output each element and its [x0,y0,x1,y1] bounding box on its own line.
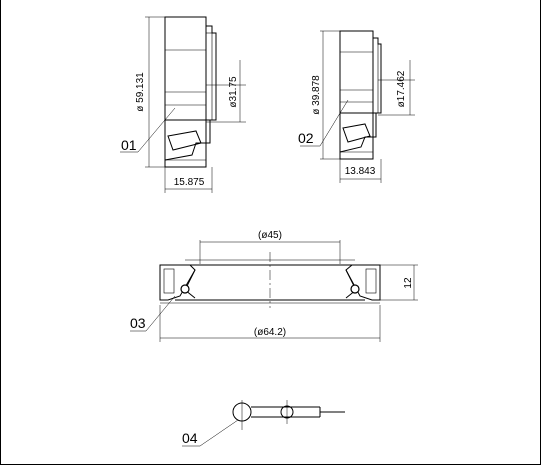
bearing-01-roller [167,130,202,151]
bearing-02 [300,30,415,183]
pin-04 [182,400,345,447]
seal-03-spring-right [350,284,360,294]
part-label-02: 02 [298,130,314,146]
dim-01-outer-diameter: ø 59.131 [135,72,146,112]
bearing-02-section [339,112,377,153]
bearing-01 [120,16,246,193]
seal-03-right-section [345,264,381,301]
bearing-02-outer-ring [339,30,374,160]
dim-02-width: 13.843 [345,166,376,177]
dim-01-inner-diameter: ø31.75 [228,76,239,108]
leader-01 [137,107,176,153]
leader-03 [145,295,176,332]
bearing-01-section [164,119,211,161]
dim-02-inner-diameter: ø17.462 [396,70,407,107]
dim-02-outer-diameter: ø 39.878 [311,75,322,115]
dim-03-height: 12 [403,277,414,289]
seal-03-left-section [159,264,196,301]
dim-01-width: 15.875 [174,177,205,188]
dim-03-outer-diameter: (ø64.2) [254,327,286,338]
part-label-01: 01 [121,137,137,153]
bearing-02-roller [342,123,371,143]
bearing-02-inner-ring [373,37,382,114]
seal-03-spring-left [180,284,190,294]
bearing-01-inner-ring [206,25,217,121]
part-label-03: 03 [130,315,146,331]
leader-04 [199,419,239,447]
dim-03-inner-diameter: (ø45) [258,230,282,241]
part-label-04: 04 [182,430,198,446]
leader-02 [319,99,349,147]
seal-03 [130,240,418,342]
